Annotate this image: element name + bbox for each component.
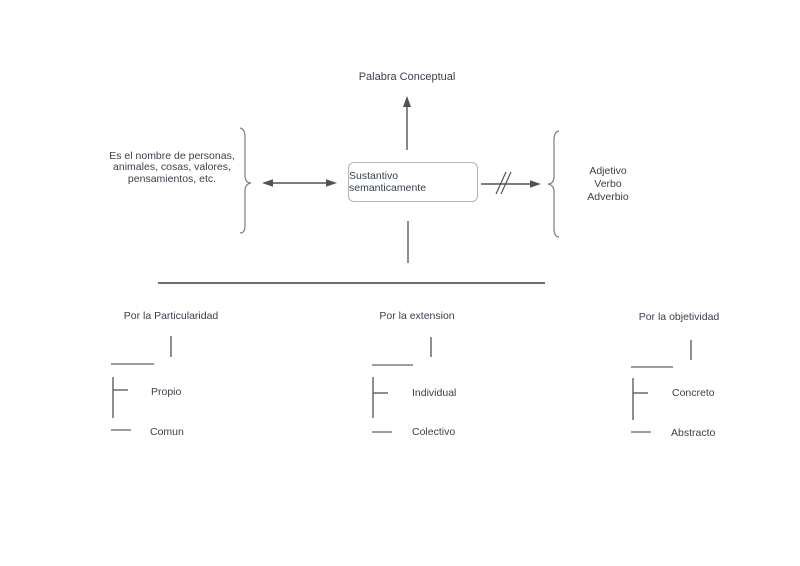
right-arrow-head	[530, 180, 541, 188]
right-arrow-slash-2	[500, 171, 512, 195]
left-note-line-2: animales, cosas, valores,	[113, 161, 231, 174]
right-arrow-slash-1	[495, 171, 507, 195]
branch2-item-2: Colectivo	[412, 426, 456, 438]
branch3-item-1: Concreto	[672, 387, 715, 399]
left-note: Es el nombre de personas, animales, cosa…	[108, 150, 236, 185]
branch3-title: Por la objetividad	[638, 311, 720, 323]
double-arrow-head-right	[326, 179, 337, 187]
right-note-line-1: Adjetivo	[589, 165, 627, 177]
center-concept-label: Sustantivo semanticamente	[349, 170, 427, 194]
up-arrow-head	[403, 96, 411, 107]
right-note: Adjetivo Verbo Adverbio	[587, 165, 628, 204]
branch2-title: Por la extension	[379, 310, 455, 322]
right-note-line-2: Verbo	[594, 178, 622, 190]
branch1-title: Por la Particularidad	[123, 310, 219, 322]
double-arrow-head-left	[262, 179, 273, 187]
right-brace	[547, 130, 560, 238]
left-brace	[239, 127, 252, 234]
top-label: Palabra Conceptual	[358, 71, 456, 83]
center-concept-box: Sustantivo semanticamente	[348, 162, 478, 202]
branch2-item-1: Individual	[412, 387, 457, 399]
branch1-item-1: Propio	[151, 386, 182, 398]
left-note-line-3: pensamientos, etc.	[127, 172, 217, 185]
left-note-line-1: Es el nombre de personas,	[109, 150, 235, 162]
branch1-item-2: Comun	[150, 426, 184, 438]
branch3-item-2: Abstracto	[671, 427, 716, 439]
right-note-line-3: Adverbio	[587, 191, 629, 203]
